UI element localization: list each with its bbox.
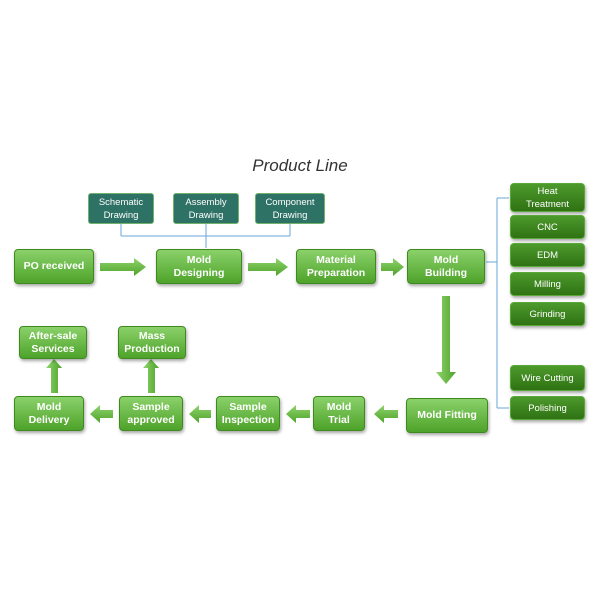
node-milling: Milling (510, 272, 585, 296)
node-polishing: Polishing (510, 396, 585, 420)
node-mold-delivery: Mold Delivery (14, 396, 84, 431)
node-schematic-drawing: Schematic Drawing (88, 193, 154, 224)
node-sample-inspection: Sample Inspection (216, 396, 280, 431)
arrow-fitting-to-trial (374, 405, 398, 423)
arrow-building-to-fitting (436, 296, 456, 384)
arrow-approved-to-delivery (90, 405, 113, 423)
node-mold-fitting: Mold Fitting (406, 398, 488, 433)
arrow-approved-to-mass (143, 359, 159, 393)
node-edm: EDM (510, 243, 585, 267)
node-mold-building: Mold Building (407, 249, 485, 284)
node-assembly-drawing: Assembly Drawing (173, 193, 239, 224)
node-material-preparation: Material Preparation (296, 249, 376, 284)
arrow-trial-to-inspection (286, 405, 310, 423)
node-sample-approved: Sample approved (119, 396, 183, 431)
arrow-po-to-designing (100, 258, 146, 276)
node-mold-designing: Mold Designing (156, 249, 242, 284)
node-wire-cutting: Wire Cutting (510, 365, 585, 391)
node-po-received: PO received (14, 249, 94, 284)
arrow-delivery-to-aftersale (46, 359, 62, 393)
node-heat-treatment: Heat Treatment (510, 183, 585, 212)
node-mold-trial: Mold Trial (313, 396, 365, 431)
node-grinding: Grinding (510, 302, 585, 326)
arrow-material-to-building (381, 258, 404, 276)
operations-bracket (486, 197, 509, 409)
node-mass-production: Mass Production (118, 326, 186, 359)
node-after-sale-services: After-sale Services (19, 326, 87, 359)
arrow-designing-to-material (248, 258, 288, 276)
node-cnc: CNC (510, 215, 585, 239)
subtask-connector (120, 224, 291, 248)
node-component-drawing: Component Drawing (255, 193, 325, 224)
arrow-inspection-to-approved (189, 405, 211, 423)
diagram-title: Product Line (252, 156, 348, 175)
